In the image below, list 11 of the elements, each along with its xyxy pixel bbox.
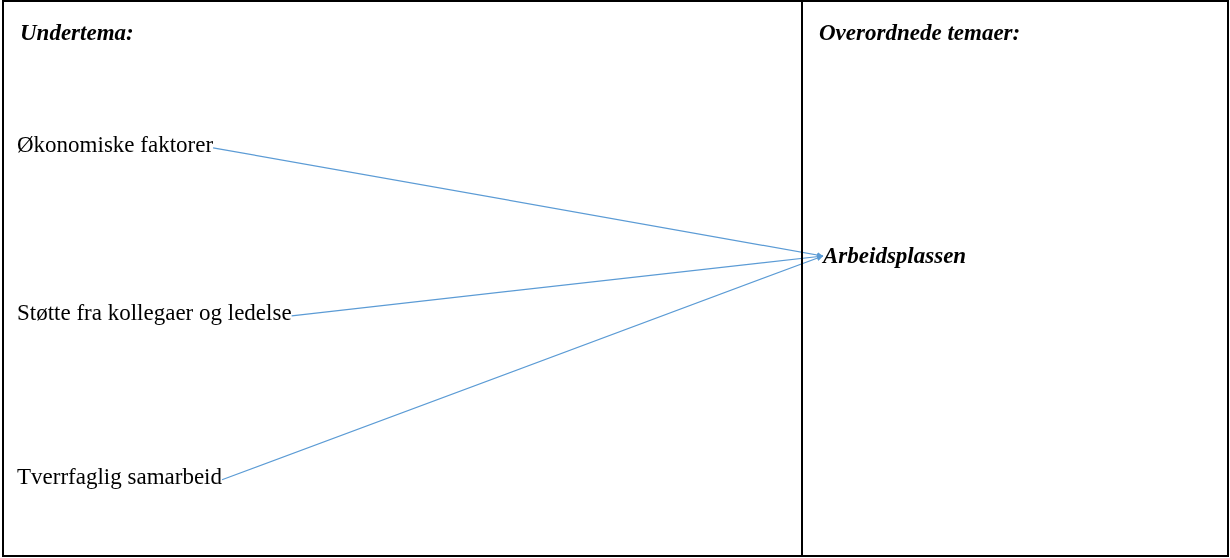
column-heading: Overordnede temaer:: [819, 20, 1021, 46]
theme-label: Arbeidsplassen: [823, 242, 967, 270]
subtheme-label: Økonomiske faktorer: [17, 131, 214, 159]
arrow: [212, 147, 824, 258]
column-heading: Undertema:: [20, 20, 134, 46]
subtheme-label: Tverrfaglig samarbeid: [17, 463, 222, 491]
arrow: [291, 253, 824, 317]
table-cell: [2, 0, 803, 557]
subtheme-label: Støtte fra kollegaer og ledelse: [17, 299, 292, 327]
arrow: [221, 255, 824, 481]
table-cell: [801, 0, 1229, 557]
